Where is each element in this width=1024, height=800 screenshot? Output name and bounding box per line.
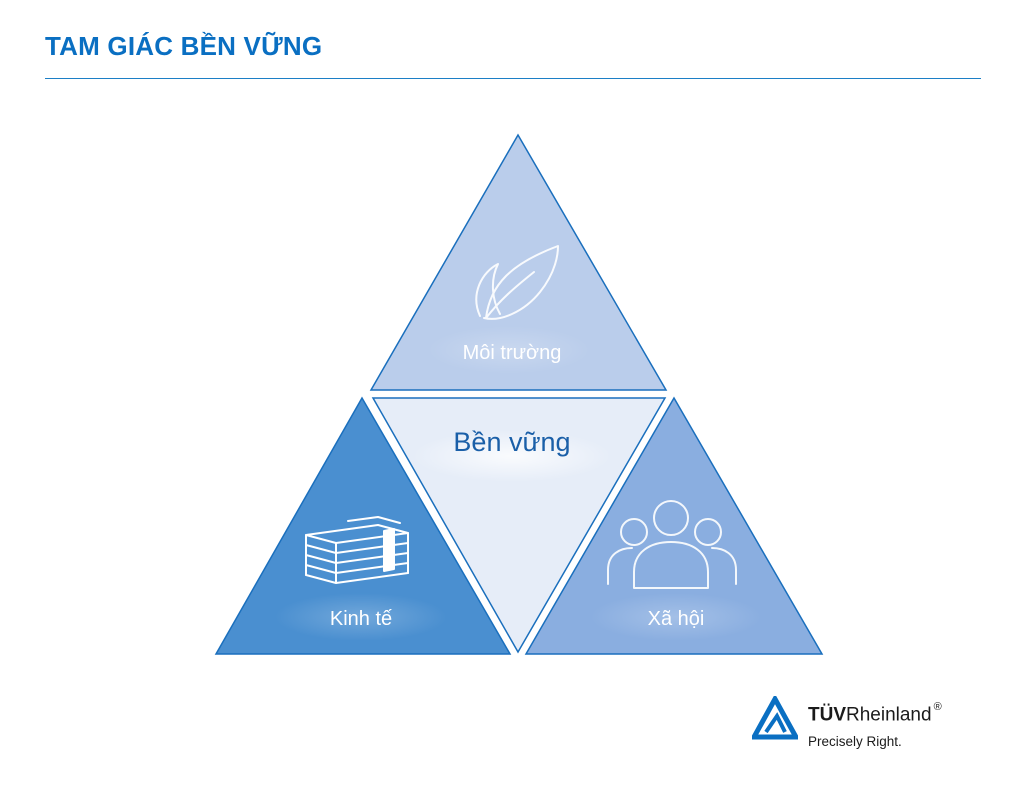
- society-section: Xã hội: [524, 396, 824, 655]
- environment-label: Môi trường: [463, 342, 562, 364]
- page-title: TAM GIÁC BỀN VỮNG: [45, 31, 323, 61]
- brand-name: TÜVRheinland®: [808, 701, 942, 726]
- title-divider: [45, 78, 981, 79]
- environment-triangle: [369, 133, 668, 391]
- money-stack-icon: [305, 516, 409, 584]
- leaf-icon: [475, 245, 559, 320]
- people-icon: [607, 500, 737, 589]
- economy-triangle: [214, 396, 512, 655]
- brand-tagline: Precisely Right.: [808, 734, 902, 749]
- sustainability-center-section: Bền vững: [371, 397, 667, 654]
- environment-section: Môi trường: [369, 133, 668, 391]
- economy-label: Kinh tế: [330, 608, 392, 630]
- tuv-rheinland-logo: TÜVRheinland® Precisely Right.: [752, 694, 992, 764]
- triangle-logo-icon: [752, 696, 798, 740]
- society-label: Xã hội: [648, 608, 705, 630]
- economy-section: Kinh tế: [214, 396, 512, 655]
- center-label: Bền vững: [453, 427, 570, 457]
- society-triangle: [524, 396, 824, 655]
